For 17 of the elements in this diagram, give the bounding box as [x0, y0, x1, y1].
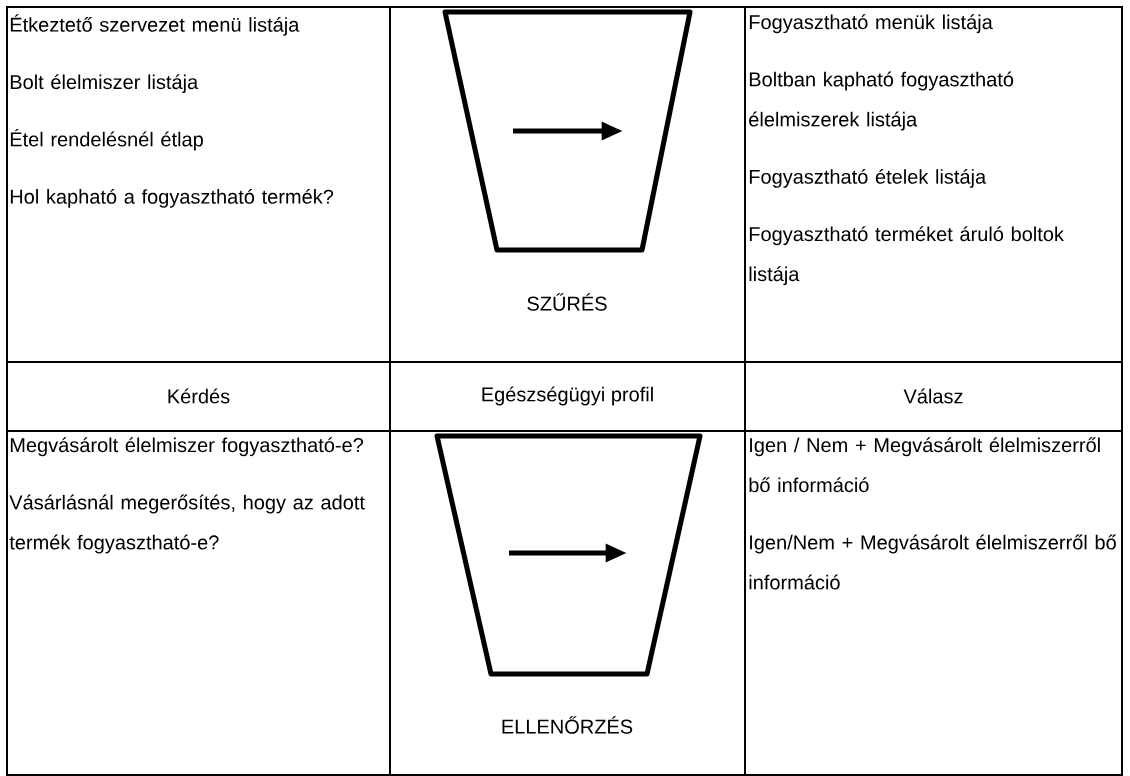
funnel-label: ELLENŐRZÉS: [502, 716, 633, 734]
funnel-label: SZŰRÉS: [527, 293, 607, 311]
column-header: Egészségügyi profil: [482, 386, 653, 406]
cell-text: Vásárlásnál megerősítés, hogy az adott termék fogyasztható-e?: [9, 494, 365, 554]
cell-text: Fogyasztható terméket áruló boltok listája: [749, 226, 1064, 286]
cell-text: Étel rendelésnél étlap: [10, 128, 203, 151]
cell-text: Étkeztető szervezet menü listája: [10, 14, 300, 36]
cell-text: Hol kapható a fogyasztható termék?: [10, 188, 334, 208]
cell-text: Igen/Nem + Megvásárolt élelmiszerről bő információ: [749, 534, 1116, 590]
cell-text: Bolt élelmiszer listája: [10, 74, 199, 94]
cell-text: Igen / Nem + Megvásárolt élelmiszerről bő információ: [749, 437, 1100, 493]
cell-text: Fogyasztható ételek listája: [749, 168, 987, 188]
column-header: Kérdés: [168, 388, 230, 404]
cell-text: Megvásárolt élelmiszer fogyasztható-e?: [10, 437, 364, 457]
column-header: Válasz: [903, 388, 963, 404]
cell-text: Boltban kapható fogyasztható élelmiszerek listája: [749, 71, 1014, 131]
cell-text: Fogyasztható menük listája: [749, 14, 993, 34]
